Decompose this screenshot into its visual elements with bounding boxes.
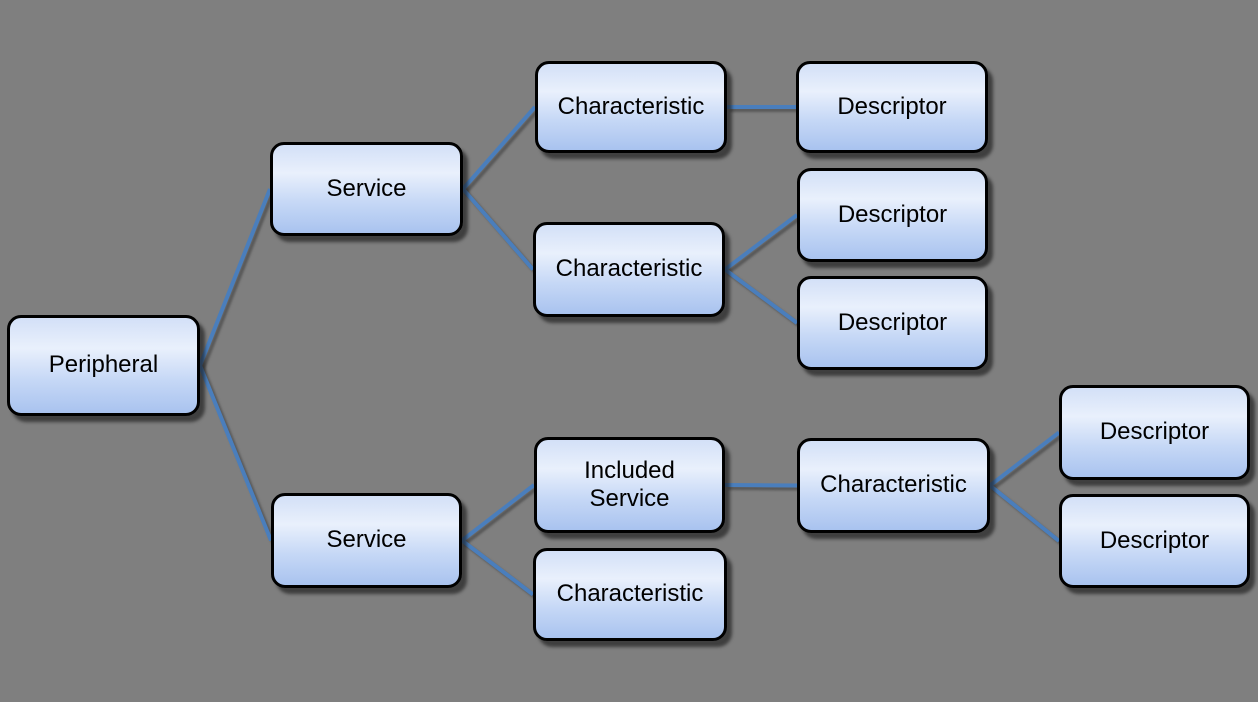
node-label: Characteristic — [555, 255, 703, 283]
node-label: Characteristic — [820, 471, 967, 499]
edge-characteristic-4-to-descriptor-5 — [988, 483, 1061, 543]
node-characteristic-2: Characteristic — [533, 222, 725, 317]
node-label: Characteristic — [556, 580, 704, 608]
node-service-1: Service — [270, 142, 463, 236]
node-label: Characteristic — [557, 92, 705, 120]
edge-peripheral-to-service-2 — [198, 364, 273, 542]
node-characteristic-3: Characteristic — [533, 548, 727, 641]
edge-service-1-to-characteristic-1 — [461, 105, 537, 191]
edge-characteristic-2-to-descriptor-2 — [723, 213, 799, 272]
node-label: Descriptor — [1099, 526, 1210, 554]
edge-characteristic-2-to-descriptor-3 — [723, 267, 799, 325]
node-characteristic-1: Characteristic — [535, 61, 727, 153]
node-label: Descriptor — [837, 92, 947, 120]
node-descriptor-5: Descriptor — [1059, 494, 1250, 588]
edge-service-2-to-included-service — [460, 483, 536, 543]
node-label: Peripheral — [48, 351, 159, 379]
node-label: Service — [326, 174, 407, 202]
node-label: Descriptor — [837, 308, 948, 336]
edge-service-1-to-characteristic-2 — [461, 187, 535, 271]
edge-included-service-to-characteristic-4 — [724, 483, 798, 488]
node-descriptor-2: Descriptor — [797, 168, 988, 262]
edge-characteristic-4-to-descriptor-4 — [988, 430, 1061, 488]
node-descriptor-4: Descriptor — [1059, 385, 1250, 480]
node-label: Descriptor — [837, 200, 948, 228]
node-descriptor-3: Descriptor — [797, 276, 988, 370]
node-service-2: Service — [271, 493, 462, 588]
node-characteristic-4: Characteristic — [797, 438, 990, 533]
edge-peripheral-to-service-1 — [198, 188, 272, 367]
node-included-service: Included Service — [534, 437, 725, 533]
node-peripheral: Peripheral — [7, 315, 200, 416]
node-label: Descriptor — [1099, 418, 1210, 446]
node-label: Included Service — [584, 456, 675, 512]
node-descriptor-1: Descriptor — [796, 61, 988, 153]
node-label: Service — [326, 526, 407, 554]
edge-service-2-to-characteristic-3 — [460, 538, 535, 597]
